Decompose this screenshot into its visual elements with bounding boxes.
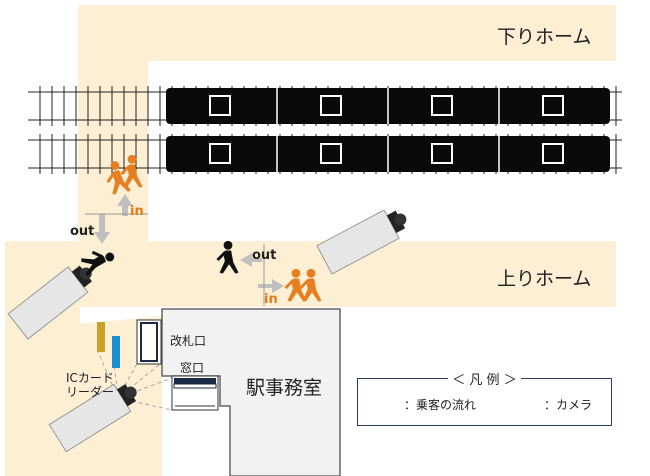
- flow-in-label-top: in: [130, 204, 144, 219]
- station-office-label: 駅事務室: [246, 377, 323, 399]
- ticket-window-label: 窓口: [180, 361, 205, 375]
- flow-arrow-icon: [94, 194, 284, 293]
- ticket-gate-label: 改札口: [170, 334, 207, 348]
- legend-box: ＜ 凡 例 ＞ ：乗客の流れ ：カメラ: [357, 373, 612, 426]
- legend-title: ＜ 凡 例 ＞: [358, 369, 611, 388]
- flow-in-label-mid: in: [264, 292, 278, 307]
- flow-out-label-top: out: [70, 224, 95, 239]
- train-up: [166, 136, 610, 172]
- flow-out-label-mid: out: [252, 248, 277, 263]
- flow-separator: [85, 213, 265, 306]
- ticket-window: [171, 375, 219, 411]
- legend-flow-label: ：乗客の流れ: [404, 398, 477, 412]
- ticket-gate: [136, 319, 162, 365]
- down-platform-label: 下りホーム: [497, 26, 592, 48]
- legend-camera-label: ：カメラ: [544, 398, 593, 412]
- ic-reader-label-line2: リーダー: [66, 385, 115, 399]
- ic-reader-label-line1: ICカード: [66, 371, 114, 385]
- ic-reader-icon: [97, 322, 120, 368]
- up-platform-label: 上りホーム: [497, 268, 592, 290]
- train-down: [166, 88, 610, 124]
